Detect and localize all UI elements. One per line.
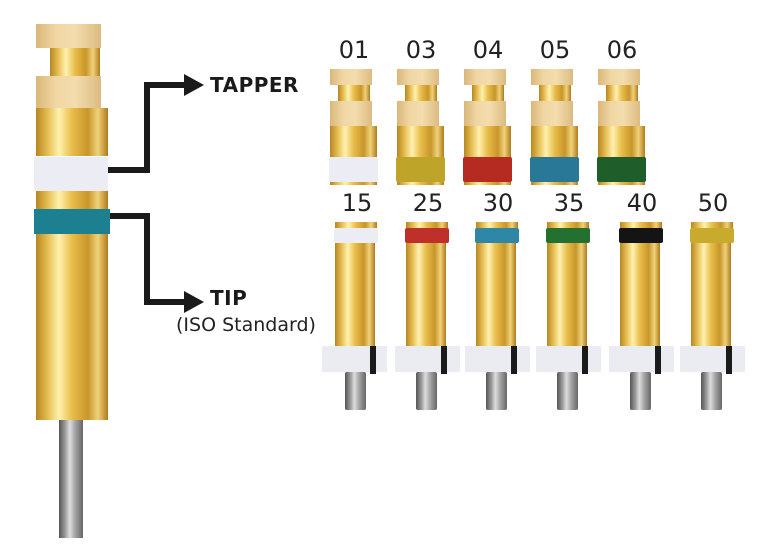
tapper-body: [330, 126, 377, 158]
tapper-base: [397, 182, 444, 185]
tapper-color-band: [396, 157, 445, 182]
tip-plate-marker: [582, 346, 588, 374]
tapper-base: [464, 182, 511, 185]
tip-body: [406, 243, 446, 347]
tip-body: [335, 243, 375, 347]
main-lower-body: [36, 234, 108, 420]
tapper-notch: [606, 85, 638, 101]
main-tapper-band: [34, 157, 108, 191]
tip-plate-marker: [655, 346, 661, 374]
tip-shaft: [416, 372, 437, 410]
tapper-color-band: [597, 157, 646, 182]
tapper-neck: [531, 101, 573, 127]
tip-cap: [406, 222, 448, 228]
tapper-notch: [405, 85, 437, 101]
main-needle: [59, 420, 83, 538]
tapper-base: [598, 182, 645, 185]
tip-color-band: [690, 228, 734, 243]
tip-plate-marker: [441, 346, 447, 374]
tapper-head: [330, 69, 372, 85]
tip-color-band: [334, 228, 378, 243]
tip-cap: [547, 222, 589, 228]
tip-sublabel: (ISO Standard): [176, 314, 316, 336]
tip-number: 35: [553, 189, 585, 217]
tip-number: 30: [482, 189, 514, 217]
tapper-body: [598, 126, 645, 158]
tip-number: 25: [412, 189, 444, 217]
tapper-head: [464, 69, 506, 85]
tip-plate: [395, 346, 460, 372]
tip-number: 15: [341, 189, 373, 217]
main-mid-body: [36, 191, 108, 209]
tapper-notch: [338, 85, 370, 101]
main-connector-body: [36, 76, 101, 110]
tip-body: [547, 243, 587, 347]
tip-color-band: [405, 228, 449, 243]
tip-body: [476, 243, 516, 347]
tip-shaft: [345, 372, 366, 410]
main-connector-notch: [50, 48, 100, 78]
tapper-head: [397, 69, 439, 85]
tapper-head: [531, 69, 573, 85]
tapper-base: [531, 182, 578, 185]
tapper-label: TAPPER: [210, 73, 299, 97]
main-connector-head: [36, 24, 101, 48]
tip-plate: [680, 346, 745, 372]
tapper-notch: [539, 85, 571, 101]
tapper-number: 06: [606, 36, 638, 64]
tapper-notch: [472, 85, 504, 101]
main-tip-band: [34, 209, 110, 234]
tip-shaft: [701, 372, 722, 410]
tip-plate-marker: [370, 346, 376, 374]
tip-body: [691, 243, 731, 347]
tapper-neck: [330, 101, 372, 127]
tip-plate: [536, 346, 601, 372]
tapper-number: 01: [338, 36, 370, 64]
tapper-number: 05: [539, 36, 571, 64]
tip-cap: [335, 222, 377, 228]
tip-cap: [476, 222, 518, 228]
tip-shaft: [486, 372, 507, 410]
tapper-color-band: [530, 157, 579, 182]
tapper-neck: [464, 101, 506, 127]
tip-color-band: [619, 228, 663, 243]
main-upper-body: [36, 108, 108, 156]
tip-cap: [620, 222, 662, 228]
tip-color-band: [546, 228, 590, 243]
tip-label: TIP: [210, 286, 248, 310]
tapper-color-band: [463, 157, 512, 182]
tip-color-band: [475, 228, 519, 243]
tip-shaft: [557, 372, 578, 410]
tip-plate: [609, 346, 674, 372]
tapper-body: [531, 126, 578, 158]
tapper-neck: [598, 101, 640, 127]
tapper-number: 04: [472, 36, 504, 64]
tapper-body: [397, 126, 444, 158]
tapper-neck: [397, 101, 439, 127]
tip-shaft: [630, 372, 651, 410]
tip-plate: [322, 346, 387, 372]
tip-number: 50: [697, 189, 729, 217]
tapper-base: [330, 182, 377, 185]
tapper-body: [464, 126, 511, 158]
tapper-head: [598, 69, 640, 85]
tapper-number: 03: [405, 36, 437, 64]
tip-cap: [691, 222, 733, 228]
tip-plate-marker: [511, 346, 517, 374]
tip-plate: [465, 346, 530, 372]
tip-plate-marker: [726, 346, 732, 374]
tapper-color-band: [329, 157, 378, 182]
tip-number: 40: [626, 189, 658, 217]
tip-body: [620, 243, 660, 347]
